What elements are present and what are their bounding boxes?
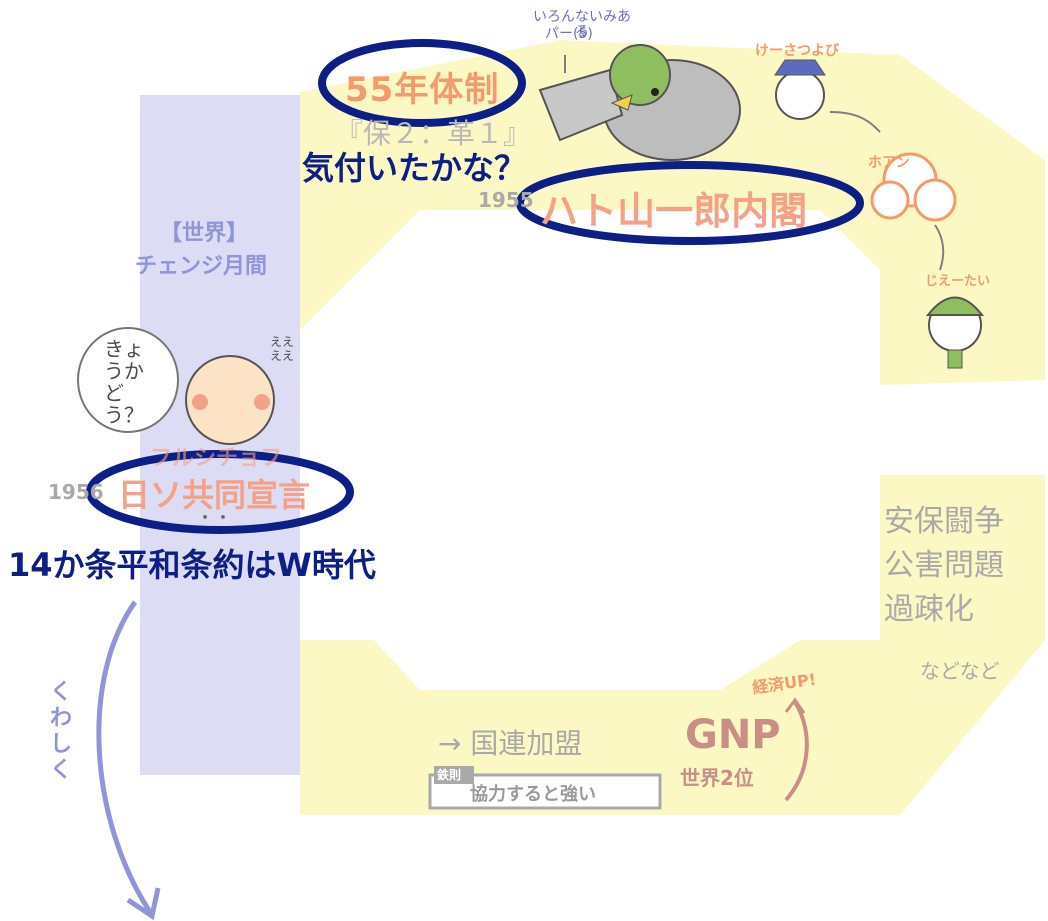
ellipse-hatoyama <box>516 161 864 245</box>
pigeon-illustration <box>538 44 741 161</box>
right-issue-list: 安保闘争 公害問題 過疎化 <box>884 500 1004 632</box>
question-noticed: 気付いたかな？ <box>302 149 527 187</box>
yellow-band-bottom <box>300 640 1045 815</box>
nisso-dots: ・・ <box>196 508 232 529</box>
details-arrow-head <box>126 887 161 921</box>
khrushchev-name: フルシチョフ <box>150 446 283 471</box>
note-poan: ホアン <box>868 155 910 171</box>
poan-arrow <box>934 224 945 271</box>
note-jsdf: じえーたい <box>925 274 991 289</box>
issue-pollution: 公害問題 <box>884 548 1004 583</box>
police-arrow <box>829 111 881 133</box>
issue-anpo: 安保闘争 <box>884 504 1004 539</box>
c-inner-hole <box>300 210 880 690</box>
gnp-up-arrow-head <box>784 697 806 714</box>
note-various-meanings: いろんないみある <box>533 9 631 40</box>
issue-etc: などなど <box>920 659 1000 683</box>
nisso-year: 1956 <box>48 480 104 504</box>
gnp-world-rank: 世界2位 <box>680 766 754 790</box>
peace-treaty-label: 14か条平和条約はW時代 <box>8 546 376 584</box>
nisso-declaration-label: 日ソ共同宣言 <box>118 476 311 514</box>
details-label: くわしく <box>50 680 73 783</box>
yellow-band-lower-right <box>880 475 1045 640</box>
regime-subtitle: 『保２：革１』 <box>335 117 532 150</box>
speech-bubble-text: きょうかどう？ <box>104 337 144 427</box>
iron-rule-tag: 鉄則 <box>437 768 462 782</box>
speech-reply: ええええ <box>270 335 295 363</box>
iron-rule-text: 協力すると強い <box>470 784 596 805</box>
world-subtitle: チェンジ月間 <box>135 254 268 279</box>
regime-55-label: 55年体制 <box>345 70 500 110</box>
gnp-up-arrow <box>784 700 809 802</box>
jsdf-character <box>925 296 985 369</box>
speech-bubble-shape <box>77 327 179 433</box>
hatoyama-year: 1955 <box>478 188 534 212</box>
note-par: パー(5) <box>545 26 593 42</box>
police-character <box>774 59 826 120</box>
details-arrow <box>96 600 153 914</box>
world-title: 【世界】 <box>160 221 249 246</box>
khrushchev-character <box>185 355 275 445</box>
issue-depopulation: 過疎化 <box>884 592 974 627</box>
iron-rule-tag-box <box>434 766 474 784</box>
gnp-label: GNP <box>685 712 781 758</box>
un-membership: → 国連加盟 <box>438 727 583 760</box>
note-call-police: けーさつよび <box>755 43 839 59</box>
ellipse-nisso <box>86 450 354 534</box>
ellipse-55-regime <box>318 39 526 127</box>
explosion-cloud <box>870 152 957 222</box>
hatoyama-cabinet-label: ハト山一郎内閣 <box>540 189 808 233</box>
